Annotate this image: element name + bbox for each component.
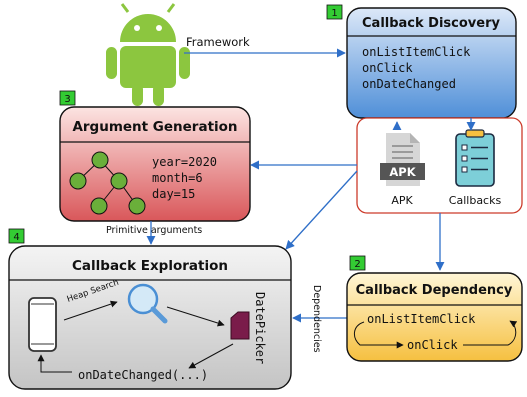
callback-dependency-box: Callback Dependency onListItemClick onCl…	[346, 272, 523, 362]
framework-label: Framework	[186, 35, 250, 49]
folder-icon	[230, 311, 250, 340]
discovery-title: Callback Discovery	[362, 16, 501, 31]
tree-icon	[69, 151, 146, 215]
invocation-label: onDateChanged(...)	[78, 368, 208, 382]
step-badge-4-label: 4	[13, 232, 19, 243]
to-datepicker-arrow	[166, 306, 225, 327]
to-exploration-arrow	[285, 170, 358, 250]
argument-title: Argument Generation	[72, 119, 237, 135]
dependency-item: onClick	[407, 338, 458, 352]
apk-icon-text: APK	[389, 165, 416, 179]
apk-file-icon: APK	[380, 133, 425, 186]
dependency-item: onListItemClick	[367, 312, 476, 326]
discovery-callback-item: onDateChanged	[362, 77, 456, 91]
dependency-loop-arrow-left	[354, 321, 404, 349]
primitive-arguments-label: Primitive arguments	[106, 225, 202, 236]
apk-label: APK	[391, 194, 413, 207]
dependencies-label: Dependencies	[311, 285, 322, 353]
step-badge-4	[8, 228, 25, 244]
heap-search-arrow	[63, 300, 118, 321]
step-badge-2-label: 2	[354, 259, 360, 270]
dependency-title: Callback Dependency	[356, 283, 513, 298]
step-badge-3	[59, 90, 76, 106]
step-badge-3-label: 3	[64, 94, 70, 105]
datepicker-label: DatePicker	[253, 292, 267, 364]
discovery-callback-item: onListItemClick	[362, 45, 471, 59]
callbacks-clipboard-icon	[455, 129, 495, 187]
exploration-title: Callback Exploration	[72, 258, 228, 274]
callback-discovery-box: Callback Discovery onListItemClick onCli…	[346, 7, 517, 119]
to-phone-arrow	[37, 354, 72, 373]
dependency-loop-arrow-right	[463, 320, 518, 346]
step-badge-1	[326, 4, 343, 20]
argument-value: month=6	[152, 171, 203, 185]
apk-callbacks-frame: APK APK Callbacks	[356, 117, 523, 214]
android-icon	[106, 3, 190, 106]
magnifier-icon	[127, 283, 168, 324]
to-invocation-arrow	[188, 343, 234, 369]
step-badge-1-label: 1	[331, 8, 337, 19]
phone-icon	[28, 297, 57, 352]
discovery-callback-item: onClick	[362, 61, 413, 75]
argument-generation-box: Argument Generation year=2020 month=6 da…	[59, 106, 251, 222]
callback-exploration-box: Callback Exploration Heap Search DatePic…	[8, 245, 292, 390]
argument-value: year=2020	[152, 155, 217, 169]
callbacks-label: Callbacks	[449, 194, 502, 207]
argument-value: day=15	[152, 187, 195, 201]
step-badge-2	[349, 255, 366, 271]
